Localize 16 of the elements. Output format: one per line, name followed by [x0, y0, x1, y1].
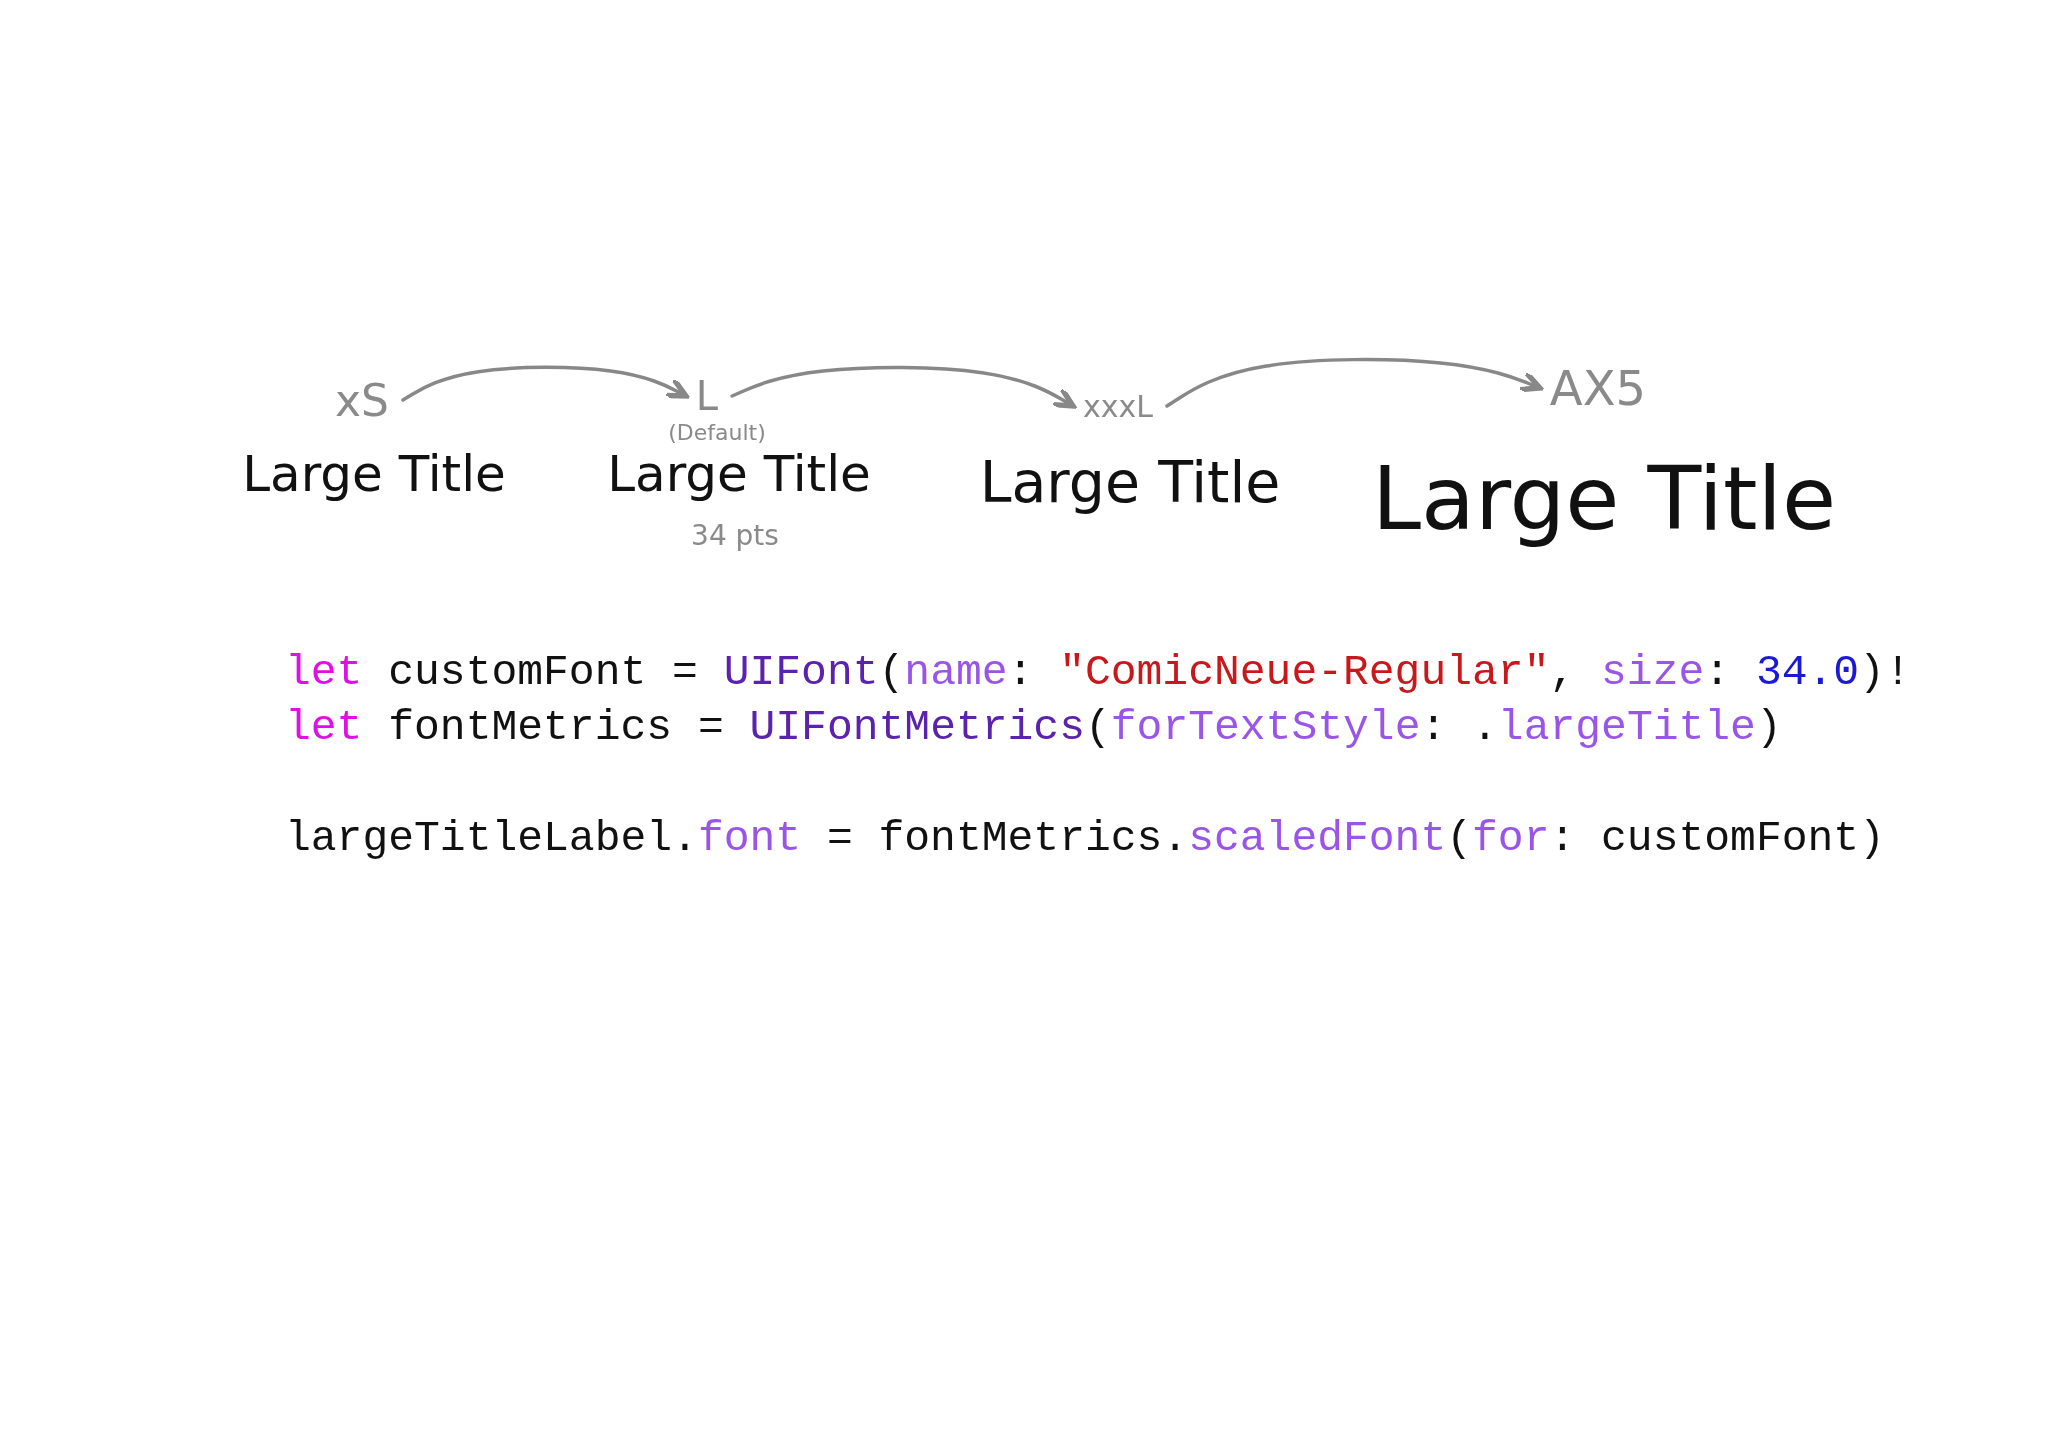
- sample-title: Large Title: [242, 445, 506, 503]
- size-label: AX5: [1549, 360, 1647, 416]
- sample-title: Large Title: [607, 445, 871, 503]
- curved-arrow: [730, 365, 1076, 409]
- note-label: (Default): [668, 419, 766, 445]
- size-label: xxxL: [1083, 388, 1153, 424]
- sample-title: Large Title: [979, 449, 1281, 515]
- code-line: let customFont = UIFont(name: "ComicNeue-Regular", size: 34.0)!: [285, 647, 1911, 697]
- size-note: 34 pts: [691, 518, 779, 552]
- code-line: let fontMetrics = UIFontMetrics(forTextStyle: .largeTitle): [285, 702, 1782, 752]
- curved-arrow: [401, 365, 689, 402]
- size-label: L: [695, 373, 719, 419]
- curved-arrow: [1165, 357, 1543, 408]
- size-label: xS: [335, 374, 389, 426]
- code-line: largeTitleLabel.font = fontMetrics.scaledFont(for: customFont): [285, 813, 1885, 863]
- sample-title: Large Title: [1371, 446, 1837, 550]
